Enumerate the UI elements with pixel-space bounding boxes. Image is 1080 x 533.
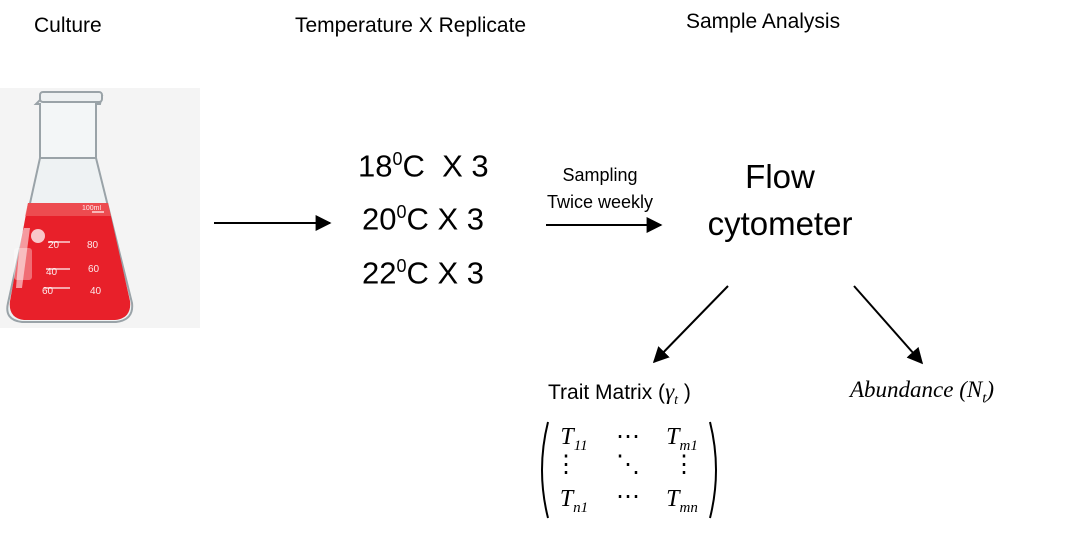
treatment-20: 200C X 3 (362, 201, 485, 237)
matrix-bracket-right (709, 421, 717, 519)
flask-volume-label: 100ml (82, 205, 102, 212)
matrix-cell-tm1: Tm1 (666, 424, 698, 454)
flask-mark-2: 40 (46, 267, 58, 278)
flask-mark-1: 20 (48, 240, 60, 251)
sampling-label: Sampling Twice weekly (530, 162, 670, 216)
flow-line2: cytometer (707, 205, 853, 242)
trait-matrix-label: Trait Matrix (γt ) (548, 379, 691, 409)
matrix-cell-tmn: Tmn (666, 486, 698, 516)
header-analysis: Sample Analysis (686, 10, 841, 33)
flask-mark-4: 80 (87, 240, 99, 251)
matrix-bracket-left (541, 421, 549, 519)
abundance-label: Abundance (Nt) (850, 377, 995, 407)
flask-illustration: 20 40 60 80 60 40 100ml (0, 88, 200, 328)
matrix-cell-t11: T11 (560, 424, 588, 454)
matrix-hdots-top: ⋯ (616, 424, 640, 450)
trait-matrix: T11 ⋯ Tm1 ⋮ ⋱ ⋮ Tn1 ⋯ Tmn (534, 420, 724, 520)
flow-line1: Flow (745, 158, 815, 195)
matrix-ddots: ⋱ (616, 452, 640, 478)
matrix-hdots-bottom: ⋯ (616, 484, 640, 510)
flask-mark-3: 60 (42, 286, 54, 297)
arrow-flow-to-abundance (853, 285, 924, 365)
flow-cytometer-label: Flow cytometer (680, 153, 880, 247)
treatment-18: 180C X 3 (358, 148, 489, 184)
matrix-vdots-right: ⋮ (672, 452, 696, 478)
arrow-flow-to-trait (652, 285, 729, 364)
flask-mark-5: 60 (88, 264, 100, 275)
treatment-list: 180C X 3 200C X 3 220C X 3 (358, 136, 489, 296)
matrix-cell-tn1: Tn1 (559, 486, 589, 516)
treatment-22: 220C X 3 (362, 254, 485, 290)
matrix-vdots-left: ⋮ (554, 452, 578, 478)
header-culture: Culture (34, 14, 102, 37)
sampling-line2: Twice weekly (546, 192, 654, 212)
header-temperature: Temperature X Replicate (295, 14, 527, 37)
sampling-line1: Sampling (562, 165, 638, 185)
flask-mark-6: 40 (90, 286, 102, 297)
